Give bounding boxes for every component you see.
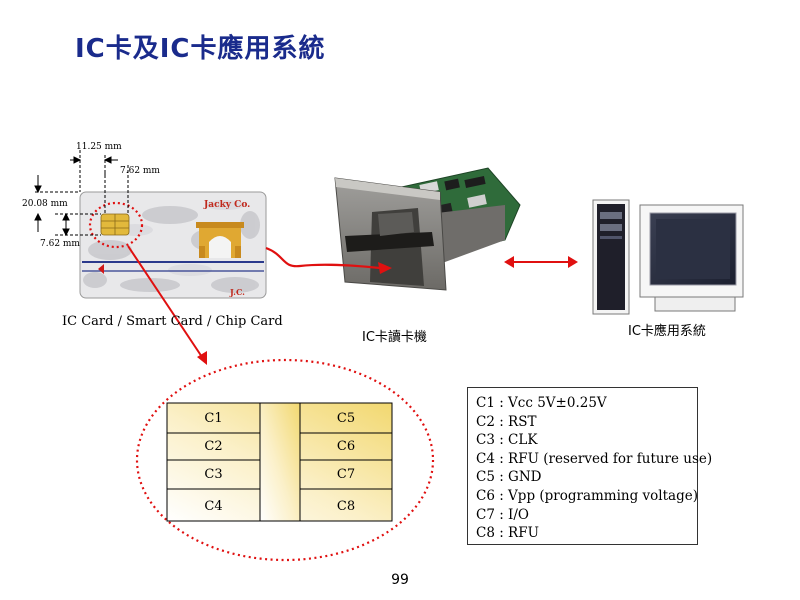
card-reader-device: [334, 167, 521, 291]
system-caption: IC卡應用系統: [628, 324, 706, 339]
contact-map: [166, 402, 393, 522]
chip-zoom-arrow: [127, 245, 207, 365]
contact-c1: C1: [204, 411, 223, 426]
legend-item: C3 : CLK: [476, 432, 538, 449]
card-to-reader-arrow: [265, 246, 392, 274]
contact-legend: C1 : Vcc 5V±0.25V C2 : RST C3 : CLK C4 :…: [467, 387, 713, 545]
card-corner-label: J.C.: [230, 287, 245, 297]
contact-c3: C3: [204, 467, 223, 482]
legend-item: C5 : GND: [476, 469, 542, 486]
dim-top-offset: 11.25 mm: [76, 142, 122, 152]
legend-item: C8 : RFU: [476, 525, 539, 542]
contact-c5: C5: [336, 411, 356, 426]
contact-c6: C6: [336, 439, 356, 454]
card-chip: [100, 213, 130, 236]
computer-system: [592, 199, 744, 315]
insertion-arrow-icon: [98, 264, 104, 274]
contact-c7: C7: [336, 467, 356, 482]
contact-c8: C8: [336, 499, 356, 514]
page-title: IC卡及IC卡應用系統: [75, 34, 326, 64]
contact-c2: C2: [204, 439, 223, 454]
card-caption: IC Card / Smart Card / Chip Card: [62, 314, 283, 329]
legend-item: C4 : RFU (reserved for future use): [476, 450, 713, 467]
contact-c4: C4: [204, 499, 223, 514]
legend-item: C2 : RST: [476, 413, 537, 430]
contact-zoom-ellipse: [135, 358, 435, 562]
page-number: 99: [391, 572, 409, 588]
legend-item: C7 : I/O: [476, 506, 529, 523]
arch-logo-icon: [196, 222, 244, 258]
dim-contact-height: 7.62 mm: [40, 239, 80, 249]
dim-left-offset: 20.08 mm: [22, 199, 68, 209]
legend-item: C6 : Vpp (programming voltage): [476, 487, 698, 504]
reader-caption: IC卡讀卡機: [362, 330, 427, 345]
dim-contact-width: 7.62 mm: [120, 166, 160, 176]
card-dimension-lines: [34, 150, 129, 237]
smart-card: [79, 191, 267, 299]
legend-item: C1 : Vcc 5V±0.25V: [476, 395, 607, 411]
reader-computer-arrow: [504, 256, 578, 268]
card-brand-label: Jacky Co.: [204, 200, 251, 210]
